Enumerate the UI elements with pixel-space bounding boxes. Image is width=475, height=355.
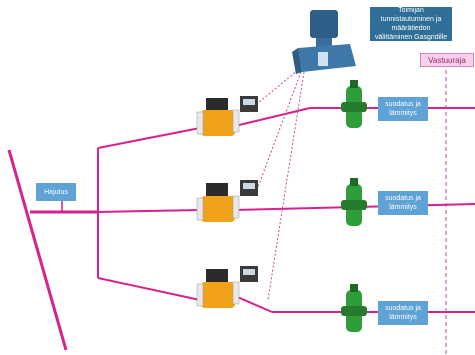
gas-meter-icon: [196, 266, 258, 308]
filter-heat-label-2: suodatus ja lämmitys: [378, 191, 428, 215]
filter-heater-icon: [341, 80, 367, 128]
data-link-lines: [251, 69, 305, 301]
filter-heat-label-3: suodatus ja lämmitys: [378, 301, 428, 325]
filter-heater-icon: [341, 284, 367, 332]
gas-meter-icon: [196, 180, 258, 222]
main-pipe: [7, 149, 68, 351]
operator-info-label: Toimijan tunnistautuminen ja määrätiedon…: [370, 7, 452, 41]
gas-meter-icon: [196, 96, 258, 136]
responsibility-boundary-label: Vastuuraja: [420, 53, 474, 67]
filter-heater-icon: [341, 178, 367, 226]
filter-heat-label-1: suodatus ja lämmitys: [378, 97, 428, 121]
data-logger-icon: [292, 10, 356, 74]
distribution-label: Hajutus: [36, 183, 76, 201]
